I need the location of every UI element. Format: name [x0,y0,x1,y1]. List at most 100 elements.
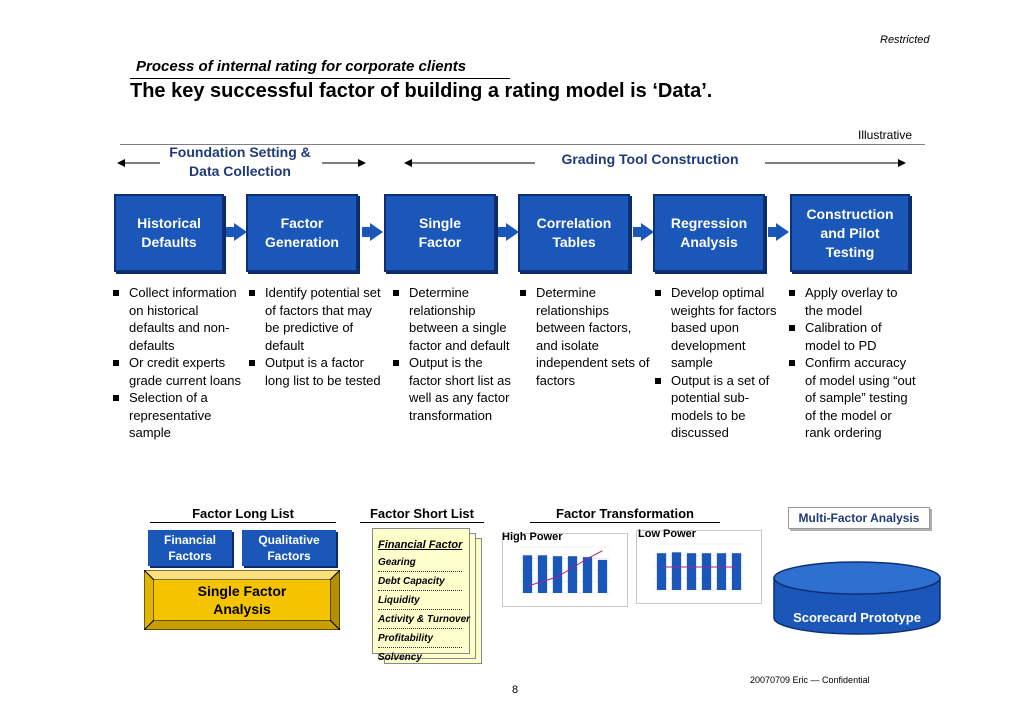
item-separator [378,571,462,572]
step-label: Factor [418,234,462,250]
bullet-item: Calibration of model to PD [789,319,917,354]
slide-title: The key successful factor of building a … [130,80,713,102]
short-list-item: Profitability [378,633,434,644]
bullets-correlation: Determine relationships between factors,… [520,284,650,389]
scorecard-prototype-label: Scorecard Prototype [793,610,921,625]
scorecard-cylinder [773,561,941,635]
short-list-item: Solvency [378,652,422,663]
chart-bar [656,553,667,590]
step-label: Construction [806,205,894,222]
step-arrow [226,223,247,241]
item-separator [378,609,462,610]
bullets-regression: Develop optimal weights for factors base… [655,284,785,442]
step-label: and Pilot [820,224,880,241]
chart-bar [567,556,578,593]
chart-bar [686,553,697,590]
step-label: Single [418,215,461,231]
chart-bar [597,559,608,593]
short-list-item: Gearing [378,557,416,568]
chart-bar [582,557,593,593]
step-label: Generation [265,234,339,250]
section-underline [150,522,336,523]
illustrative-label: Illustrative [858,128,913,142]
box-label: Analysis [213,601,271,617]
chart-bar [522,555,533,593]
slide-subtitle: Process of internal rating for corporate… [136,58,467,75]
box-label: Financial [163,533,216,547]
step-label: Factor [280,215,324,231]
phase-grading: Grading Tool Construction [561,151,739,167]
phase-foundation: Foundation Setting & Data Collection [158,143,322,181]
subtitle-underline [130,78,510,79]
step-arrow [498,223,519,241]
bullet-item: Selection of a representative sample [113,389,241,442]
step-label: Regression [670,215,748,231]
item-separator [378,647,462,648]
box-label: Factors [267,549,311,563]
bullet-item: Or credit experts grade current loans [113,354,241,389]
bullet-item: Collect information on historical defaul… [113,284,241,354]
chart-line [527,550,603,587]
restricted-label: Restricted [880,34,930,46]
chart-bar [537,555,548,593]
chart-bar [552,556,563,593]
section-underline [530,522,720,523]
bullets-historical: Collect information on historical defaul… [113,284,241,442]
item-separator [378,590,462,591]
phase-arrows [117,159,906,167]
bullet-item: Confirm accuracy of model using “out of … [789,354,917,442]
sfa-bevel [144,570,340,630]
short-list-item: Activity & Turnover [378,614,471,625]
step-label: Analysis [680,234,738,250]
box-label: Single Factor [197,583,287,599]
page-number: 8 [512,684,519,696]
step-label: Historical [137,215,201,231]
high-power-label: High Power [502,531,563,543]
step-label: Correlation [536,215,612,231]
chart-bar [716,553,727,590]
step-arrow [362,223,383,241]
bullet-item: Output is the factor short list as well … [393,354,511,424]
factor-long-list-title: Factor Long List [192,506,294,521]
short-list-items: Gearing Debt Capacity Liquidity Activity… [378,557,471,663]
bullet-item: Apply overlay to the model [789,284,917,319]
bullet-item: Determine relationships between factors,… [520,284,650,389]
step-label: Testing [825,243,875,260]
phase-foundation-line1: Foundation Setting & [169,144,311,160]
bullet-item: Develop optimal weights for factors base… [655,284,785,372]
chart-bar [731,553,742,590]
bullets-construction: Apply overlay to the model Calibration o… [789,284,917,442]
box-label: Factors [168,549,212,563]
footer-confidential: 20070709 Eric — Confidential [750,675,870,685]
item-separator [378,628,462,629]
box-label: Qualitative [258,533,320,547]
bullet-item: Output is a factor long list to be teste… [249,354,381,389]
short-list-header: Financial Factor [378,539,463,551]
phase-foundation-line2: Data Collection [189,163,291,179]
bullet-item: Determine relationship between a single … [393,284,511,354]
chart-bar [671,552,682,590]
chart-bar [701,553,712,590]
high-power-chart [520,546,610,594]
step-label: Tables [552,234,596,250]
header-divider [120,144,925,145]
multi-factor-analysis-label: Multi-Factor Analysis [788,507,930,529]
factor-short-list-title: Factor Short List [369,506,474,521]
bullet-item: Output is a set of potential sub-models … [655,372,785,442]
bullets-factor-generation: Identify potential set of factors that m… [249,284,381,389]
bullet-item: Identify potential set of factors that m… [249,284,381,354]
short-list-item: Debt Capacity [378,576,445,587]
step-arrow [633,223,654,241]
factor-transformation-title: Factor Transformation [556,506,694,521]
short-list-item: Liquidity [378,595,420,606]
low-power-label: Low Power [638,528,697,540]
factor-short-list-sheet: Financial Factor Gearing Debt Capacity L… [372,528,470,663]
